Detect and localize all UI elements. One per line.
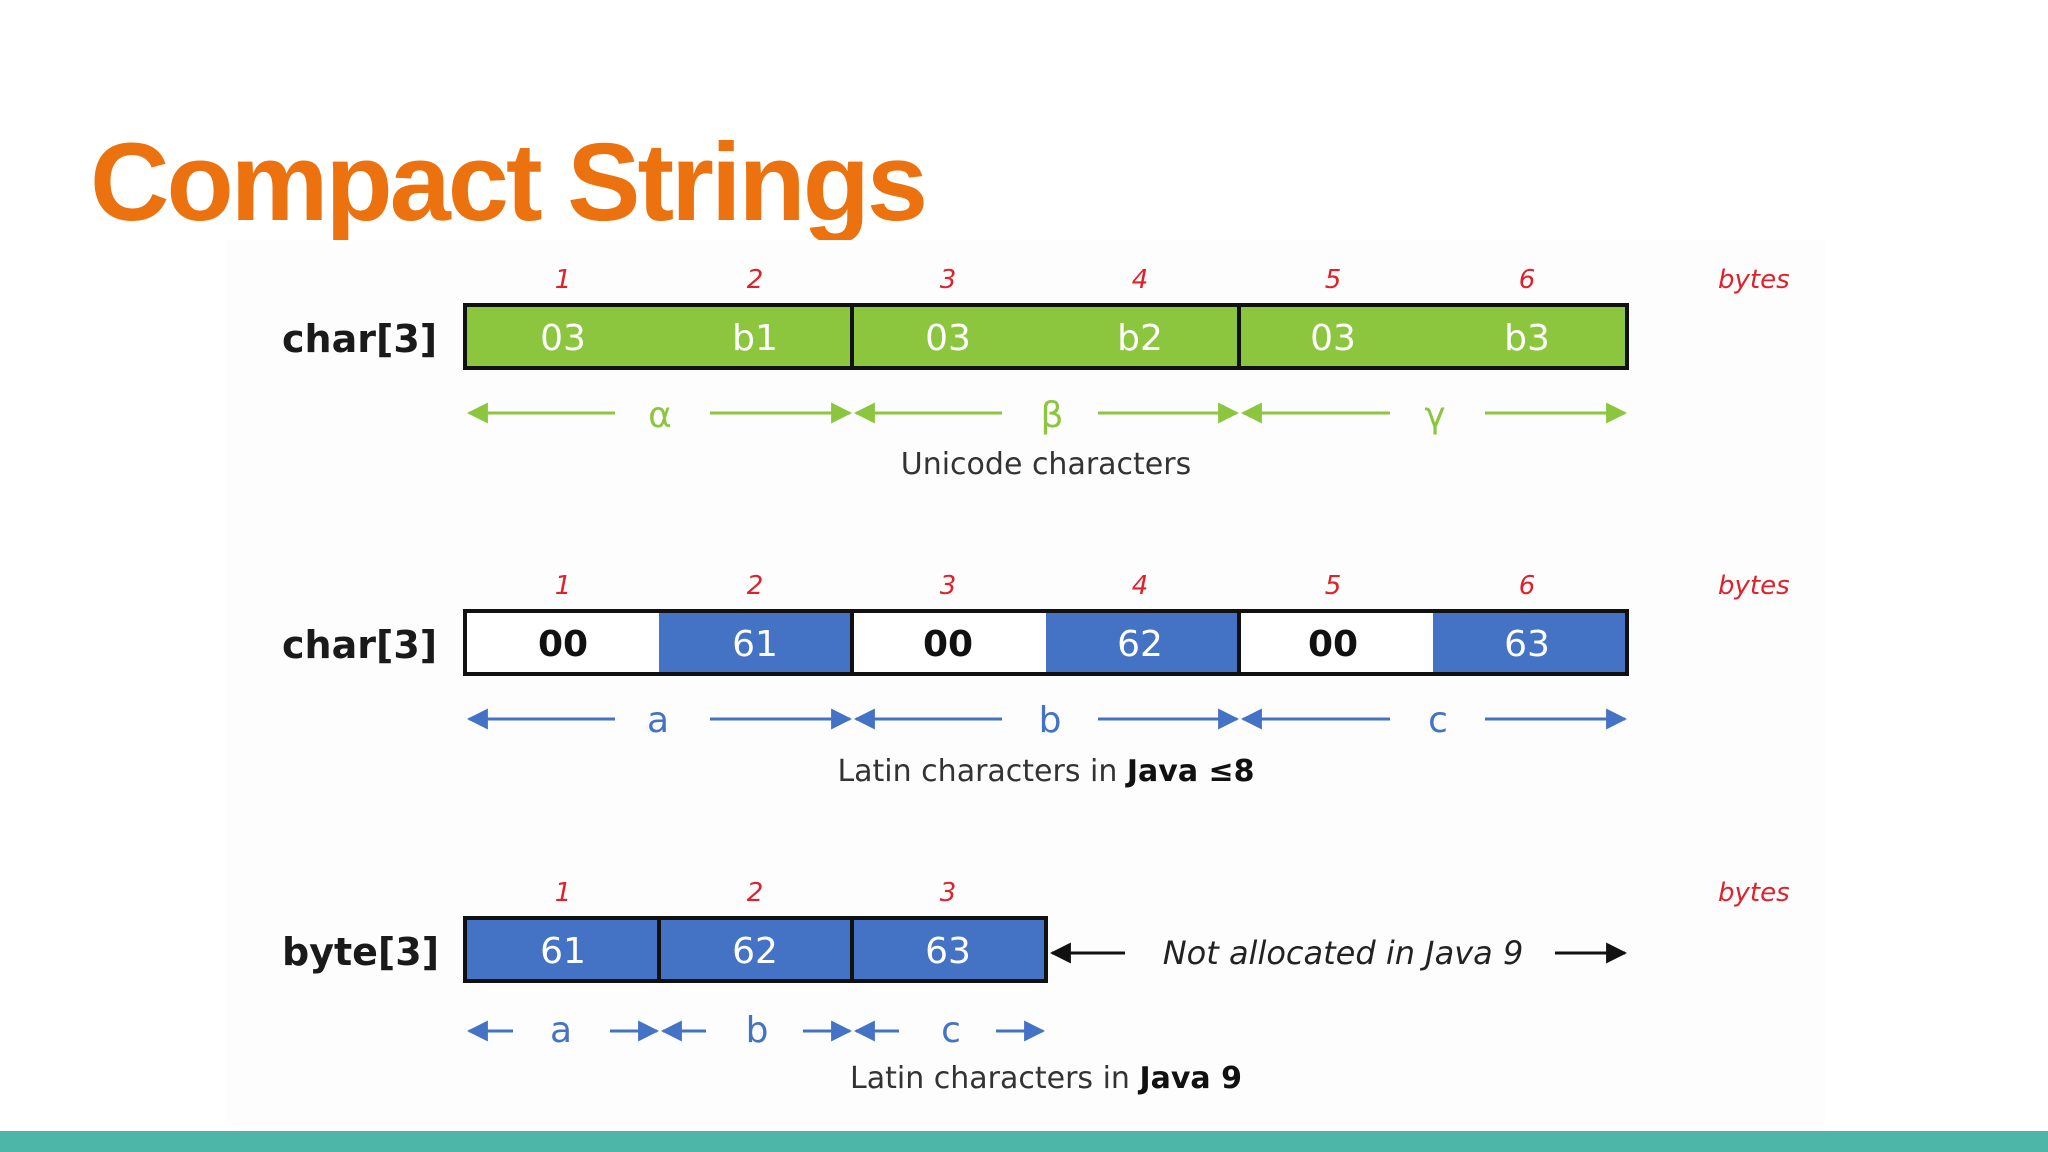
- array-box: [463, 609, 1629, 676]
- byte-cell: b1: [732, 318, 778, 359]
- byte-number: 1: [555, 878, 572, 908]
- bytes-label: bytes: [1718, 878, 1790, 908]
- byte-cell: 63: [1504, 624, 1550, 665]
- byte-cell: 00: [538, 624, 588, 665]
- byte-number: 2: [747, 571, 764, 601]
- byte-cell: 61: [540, 931, 586, 972]
- byte-cell: 03: [540, 318, 586, 359]
- byte-cell: 62: [732, 931, 778, 972]
- byte-cell: b2: [1117, 318, 1163, 359]
- char-label: a: [550, 1010, 572, 1051]
- char-label: c: [1428, 700, 1448, 741]
- byte-cell: b3: [1504, 318, 1550, 359]
- array-box: [465, 305, 1627, 368]
- byte-cell-bg: [659, 611, 852, 674]
- caption: Latin characters in Java 9: [850, 1061, 1242, 1096]
- bytes-label: bytes: [1718, 265, 1790, 295]
- byte-number: 6: [1519, 265, 1536, 295]
- row-latin-java8: bytes 1 2 3 4 5 6 char[3] 00 61 00 62 00…: [282, 571, 1790, 789]
- row-label: byte[3]: [282, 930, 439, 974]
- byte-cell-bg: [852, 611, 1046, 674]
- char-label: c: [941, 1010, 961, 1051]
- char-label: α: [648, 395, 672, 436]
- row-unicode: bytes 1 2 3 4 5 6 char[3] 03 b1 03 b2 03…: [282, 265, 1790, 482]
- char-label: a: [647, 700, 669, 741]
- byte-cell-bg: [1239, 611, 1433, 674]
- footer-bar: [0, 1131, 2048, 1152]
- byte-number: 4: [1132, 265, 1149, 295]
- byte-number: 6: [1519, 571, 1536, 601]
- byte-cell: 63: [925, 931, 971, 972]
- char-label: b: [1039, 700, 1062, 741]
- not-allocated-note: Not allocated in Java 9: [1163, 934, 1524, 972]
- byte-number: 2: [747, 878, 764, 908]
- byte-number: 1: [555, 571, 572, 601]
- byte-cell-bg: [465, 611, 659, 674]
- byte-number: 5: [1325, 571, 1342, 601]
- byte-number: 3: [940, 878, 957, 908]
- caption: Unicode characters: [901, 447, 1191, 482]
- array-box: [465, 918, 1046, 981]
- byte-cell: 03: [1310, 318, 1356, 359]
- byte-number: 4: [1132, 571, 1149, 601]
- caption: Latin characters in Java ≤8: [837, 754, 1254, 789]
- byte-cell-bg: [1046, 611, 1239, 674]
- byte-number: 1: [555, 265, 572, 295]
- byte-cell-bg: [1433, 611, 1627, 674]
- byte-cell: 03: [925, 318, 971, 359]
- char-label: b: [746, 1010, 769, 1051]
- byte-cell: 00: [923, 624, 973, 665]
- byte-number: 2: [747, 265, 764, 295]
- char-label: γ: [1424, 395, 1445, 436]
- byte-cell: 61: [732, 624, 778, 665]
- byte-cell: 00: [1308, 624, 1358, 665]
- row-latin-java9: bytes 1 2 3 byte[3] 61 62 63 Not allocat…: [282, 878, 1790, 1096]
- bytes-label: bytes: [1718, 571, 1790, 601]
- row-label: char[3]: [282, 317, 437, 361]
- byte-number: 5: [1325, 265, 1342, 295]
- row-label: char[3]: [282, 623, 437, 667]
- byte-number: 3: [940, 571, 957, 601]
- byte-number: 3: [940, 265, 957, 295]
- byte-cell: 62: [1117, 624, 1163, 665]
- slide-title: Compact Strings: [90, 121, 928, 244]
- char-label: β: [1041, 395, 1064, 436]
